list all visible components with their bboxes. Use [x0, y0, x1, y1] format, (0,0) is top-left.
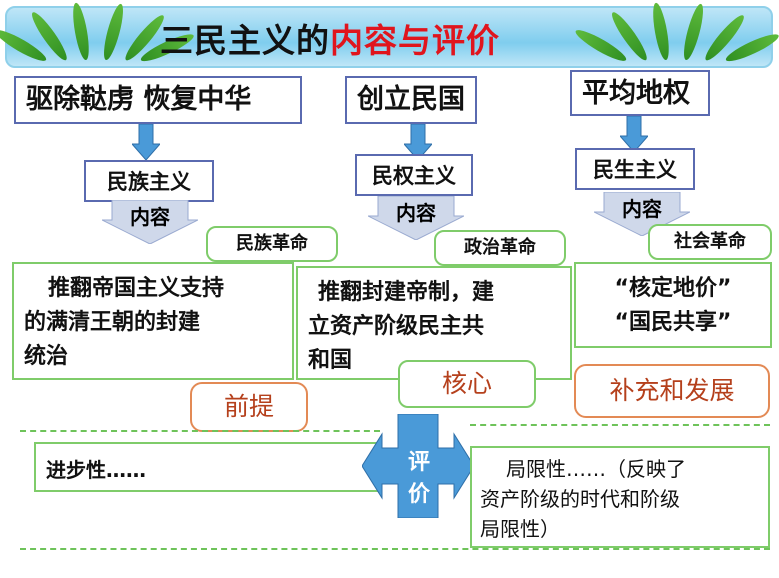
content-arrow-1	[102, 200, 198, 244]
content-tag-2: 内容	[396, 201, 436, 225]
content-tag-1: 内容	[130, 205, 170, 229]
doctrine-label-1: 民族主义	[107, 170, 191, 194]
revolution-callout-1: 民族革命	[206, 226, 338, 262]
content-line: 统治	[24, 344, 69, 369]
revolution-callout-2: 政治革命	[434, 230, 566, 266]
evaluate-cross-arrow-icon	[362, 414, 474, 518]
content-line: 的满清王朝的封建	[24, 310, 201, 335]
revolution-label-1: 民族革命	[236, 233, 308, 254]
progressive-text: 进步性……	[46, 458, 146, 482]
role-callout-3: 补充和发展	[574, 364, 770, 418]
role-callout-2: 核心	[398, 360, 536, 408]
arrow-down-icon	[620, 116, 648, 152]
content-box-1: 推翻帝国主义支持 的满清王朝的封建 统治	[12, 262, 294, 380]
slogan-box-2: 创立民国	[345, 76, 477, 124]
slogan-text-3: 平均地权	[582, 78, 690, 109]
slogan-box-3: 平均地权	[570, 70, 710, 116]
content-line: 和国	[308, 348, 353, 373]
divider	[20, 430, 380, 432]
doctrine-label-2: 民权主义	[372, 164, 456, 188]
limitation-line: 局限性……（反映了	[506, 457, 686, 481]
slogan-text-1: 驱除鞑虏 恢复中华	[26, 84, 252, 115]
limitation-line: 资产阶级的时代和阶级	[480, 487, 680, 511]
content-tag-3: 内容	[622, 197, 662, 221]
arrow-down-icon	[132, 124, 160, 160]
page-title: 三民主义的内容与评价	[160, 14, 660, 60]
content-line: 立资产阶级民主共	[308, 314, 485, 339]
slogan-box-1: 驱除鞑虏 恢复中华	[14, 76, 302, 124]
limitation-line: 局限性）	[480, 517, 560, 541]
doctrine-box-2: 民权主义	[355, 154, 473, 196]
content-arrow-2	[368, 196, 464, 240]
evaluate-label-bottom: 价	[407, 482, 430, 507]
leaf-decoration-left-icon	[0, 1, 197, 72]
revolution-label-3: 社会革命	[674, 231, 746, 252]
role-label-3: 补充和发展	[609, 376, 735, 405]
role-label-2: 核心	[441, 369, 492, 398]
limitation-box: 局限性……（反映了 资产阶级的时代和阶级 局限性）	[470, 446, 770, 548]
revolution-callout-3: 社会革命	[648, 224, 772, 260]
evaluate-label-top: 评	[407, 450, 430, 475]
role-label-1: 前提	[223, 392, 274, 421]
doctrine-box-3: 民生主义	[575, 148, 695, 190]
content-box-3: “核定地价” “国民共享”	[574, 262, 772, 348]
progressive-box: 进步性……	[34, 442, 380, 492]
doctrine-box-1: 民族主义	[84, 160, 214, 202]
title-highlight: 内容与评价	[330, 21, 500, 60]
divider	[20, 548, 770, 550]
title-plain: 三民主义的	[160, 21, 330, 60]
doctrine-label-3: 民生主义	[593, 158, 677, 182]
revolution-label-2: 政治革命	[464, 237, 536, 258]
slogan-text-2: 创立民国	[357, 84, 465, 115]
role-callout-1: 前提	[190, 382, 308, 432]
content-line: 推翻封建帝制，建	[318, 280, 495, 305]
arrow-down-icon	[404, 124, 432, 160]
content-line: 推翻帝国主义支持	[48, 276, 225, 301]
divider	[470, 424, 770, 426]
content-line: “国民共享”	[614, 310, 732, 335]
content-line: “核定地价”	[614, 276, 732, 301]
